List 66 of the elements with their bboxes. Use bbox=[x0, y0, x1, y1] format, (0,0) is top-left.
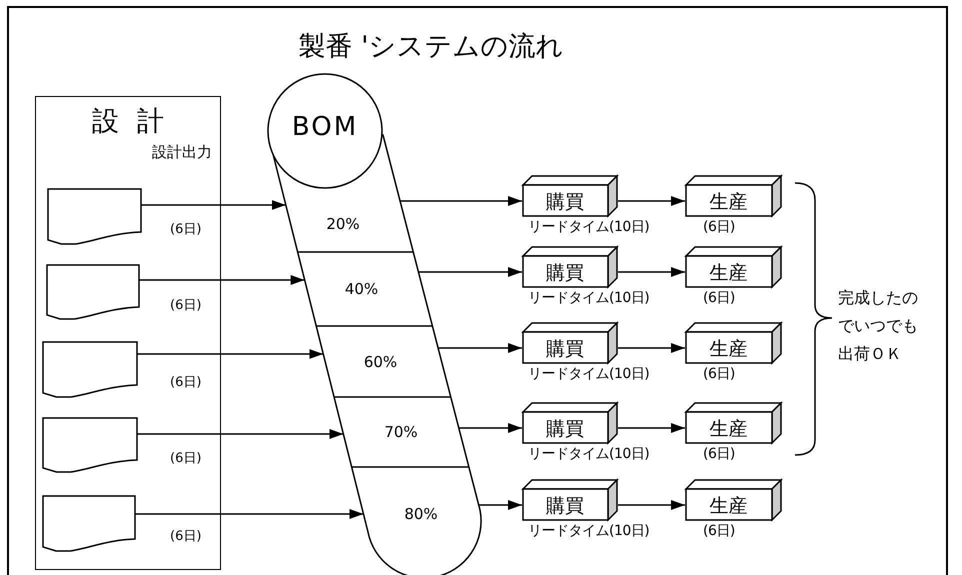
block-label: 生産 bbox=[708, 261, 748, 286]
process-block bbox=[522, 479, 618, 521]
arrow bbox=[458, 423, 522, 433]
design-panel bbox=[35, 96, 221, 570]
arrow bbox=[618, 343, 685, 353]
lead-time-label: (6日) bbox=[703, 522, 735, 540]
process-block bbox=[685, 402, 782, 444]
duration-label: (6日) bbox=[170, 374, 202, 391]
arrow bbox=[141, 200, 286, 210]
percentage-label: 70% bbox=[383, 423, 419, 441]
process-block bbox=[685, 322, 782, 364]
block-label: 生産 bbox=[708, 494, 748, 519]
document-shape bbox=[42, 417, 138, 473]
block-label: 購買 bbox=[545, 190, 585, 215]
process-block bbox=[522, 322, 618, 364]
arrow bbox=[478, 500, 522, 510]
lead-time-label: リードタイム(10日) bbox=[528, 445, 650, 463]
process-block bbox=[522, 175, 618, 217]
duration-label: (6日) bbox=[170, 450, 202, 467]
block-label: 購買 bbox=[545, 337, 585, 362]
process-block bbox=[685, 479, 782, 521]
panel-heading: 設計 bbox=[91, 105, 183, 139]
arrow bbox=[618, 500, 685, 510]
lead-time-label: (6日) bbox=[703, 365, 735, 383]
arrow bbox=[400, 196, 522, 206]
duration-label: (6日) bbox=[170, 528, 202, 545]
note-text: 完成したのでいつでも出荷ＯＫ bbox=[838, 287, 919, 365]
document-shape bbox=[46, 264, 140, 320]
document-shape bbox=[47, 188, 142, 245]
arrow bbox=[135, 509, 364, 519]
document-shape bbox=[42, 495, 136, 552]
block-label: 購買 bbox=[545, 417, 585, 442]
title: 製番 'システムの流れ bbox=[297, 30, 564, 64]
block-label: 購買 bbox=[545, 494, 585, 519]
block-label: 生産 bbox=[708, 417, 748, 442]
lead-time-label: リードタイム(10日) bbox=[528, 365, 650, 383]
process-block bbox=[522, 402, 618, 444]
lead-time-label: (6日) bbox=[703, 445, 735, 463]
bom-label: BOM bbox=[290, 112, 360, 142]
arrow bbox=[137, 349, 324, 359]
arrow bbox=[418, 267, 522, 277]
arrow bbox=[137, 429, 344, 439]
process-block bbox=[685, 246, 782, 288]
panel-subheading: 設計出力 bbox=[152, 143, 212, 162]
block-label: 生産 bbox=[708, 337, 748, 362]
arrow bbox=[618, 423, 685, 433]
lead-time-label: リードタイム(10日) bbox=[528, 522, 650, 540]
process-block bbox=[522, 246, 618, 288]
lead-time-label: リードタイム(10日) bbox=[528, 218, 650, 236]
arrow bbox=[618, 196, 685, 206]
arrow bbox=[139, 275, 305, 285]
percentage-label: 80% bbox=[403, 504, 439, 522]
arrow bbox=[438, 343, 522, 353]
percentage-label: 20% bbox=[325, 214, 361, 232]
lead-time-label: (6日) bbox=[703, 289, 735, 307]
lead-time-label: リードタイム(10日) bbox=[528, 289, 650, 307]
document-shape bbox=[42, 341, 138, 398]
duration-label: (6日) bbox=[170, 297, 202, 314]
lead-time-label: (6日) bbox=[703, 218, 735, 236]
percentage-label: 60% bbox=[362, 352, 398, 370]
block-label: 購買 bbox=[545, 261, 585, 286]
duration-label: (6日) bbox=[170, 221, 202, 238]
process-block bbox=[685, 175, 782, 217]
percentage-label: 40% bbox=[344, 280, 380, 298]
block-label: 生産 bbox=[708, 190, 748, 215]
arrow bbox=[618, 267, 685, 277]
